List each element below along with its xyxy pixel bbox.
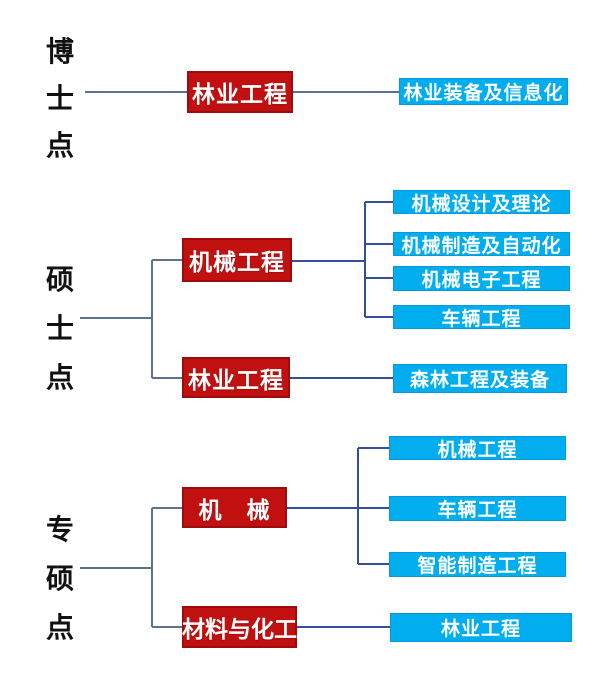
- master-child-mechatronic-engineering-box: 机械电子工程: [393, 266, 570, 291]
- level-label-master: 硕 士 点: [42, 255, 78, 402]
- level-label-doctoral: 博 士 点: [42, 28, 78, 169]
- doctoral-parent-forestry-engineering-box: 林业工程: [187, 71, 293, 113]
- level-label-char: 专: [45, 512, 74, 546]
- prof-child-forestry-engineering-box: 林业工程: [390, 613, 572, 642]
- prof-child-vehicle-engineering-box: 车辆工程: [389, 496, 566, 521]
- master-child-forest-engineering-equipment-box: 森林工程及装备: [393, 364, 567, 393]
- level-label-char: 硕: [45, 561, 74, 595]
- level-label-professional: 专 硕 点: [42, 505, 78, 652]
- prof-child-intelligent-manufacturing-box: 智能制造工程: [389, 552, 566, 577]
- master-child-mechanical-manufacturing-automation-box: 机械制造及自动化: [393, 232, 570, 257]
- master-child-vehicle-engineering-box: 车辆工程: [393, 305, 570, 330]
- prof-parent-machinery-box: 机 械: [182, 487, 287, 528]
- prof-parent-materials-chemical-box: 材料与化工: [182, 606, 297, 648]
- level-label-char: 士: [45, 81, 74, 115]
- level-label-char: 硕: [45, 262, 74, 296]
- master-child-mechanical-design-theory-box: 机械设计及理论: [393, 190, 570, 215]
- level-label-char: 点: [45, 360, 74, 394]
- master-parent-forestry-engineering-box: 林业工程: [182, 357, 290, 398]
- prof-child-mechanical-engineering-box: 机械工程: [389, 436, 566, 461]
- level-label-char: 博: [45, 34, 74, 68]
- master-parent-mechanical-engineering-box: 机械工程: [182, 238, 292, 282]
- doctoral-child-forestry-equipment-informatization-box: 林业装备及信息化: [399, 78, 568, 105]
- level-label-char: 点: [45, 610, 74, 644]
- level-label-char: 士: [45, 311, 74, 345]
- level-label-char: 点: [45, 128, 74, 162]
